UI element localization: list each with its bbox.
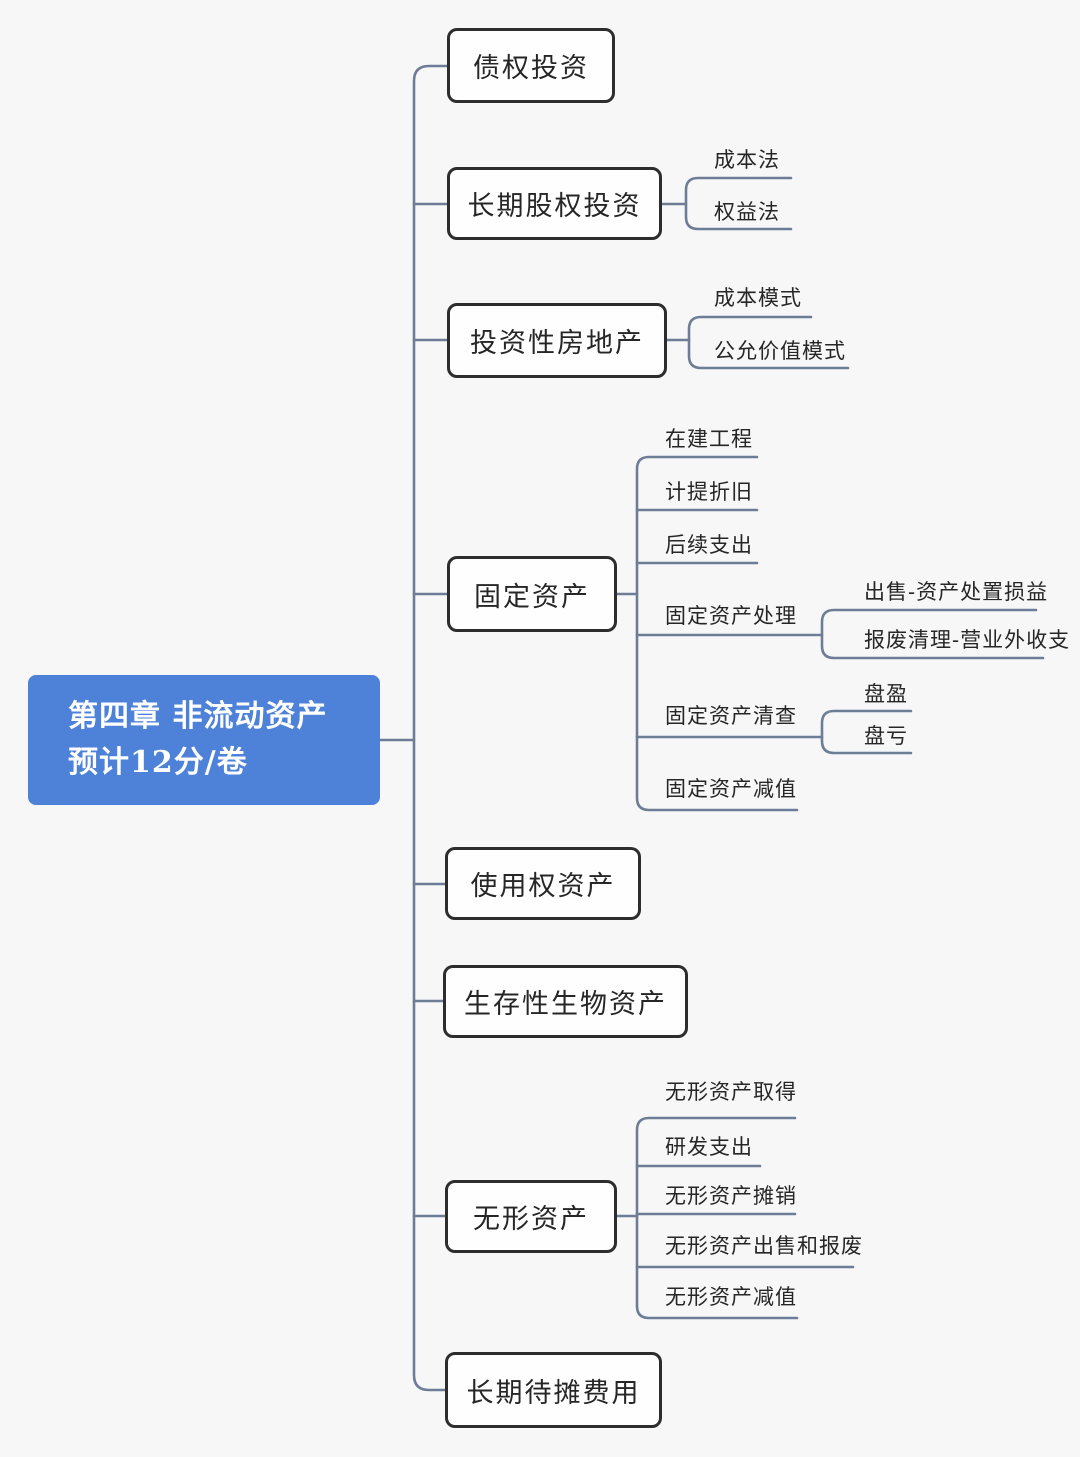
leaf-construction-in-progress[interactable]: 在建工程 xyxy=(665,427,753,451)
node-biological-assets[interactable]: 生存性生物资产 xyxy=(443,965,688,1038)
bracket-property-children xyxy=(687,315,850,370)
root-title-line2: 预计12分/卷 xyxy=(68,745,248,780)
node-long-term-equity[interactable]: 长期股权投资 xyxy=(447,167,662,240)
leaf-cost-method[interactable]: 成本法 xyxy=(714,148,780,172)
leaf-intangible-sale-scrap[interactable]: 无形资产出售和报废 xyxy=(665,1234,863,1258)
leaf-rd-expenditure[interactable]: 研发支出 xyxy=(665,1135,753,1159)
node-fixed-assets[interactable]: 固定资产 xyxy=(447,556,617,632)
leaf-equity-method[interactable]: 权益法 xyxy=(714,200,780,224)
bracket-disposal-children xyxy=(820,608,1045,660)
leaf-inventory-loss[interactable]: 盘亏 xyxy=(864,724,908,748)
leaf-fair-value-model[interactable]: 公允价值模式 xyxy=(714,339,846,363)
trunk-line xyxy=(412,64,449,1392)
node-investment-property[interactable]: 投资性房地产 xyxy=(447,303,667,378)
bracket-fixed-children xyxy=(635,455,799,812)
node-long-term-deferred[interactable]: 长期待摊费用 xyxy=(445,1352,662,1428)
node-debt-investment[interactable]: 债权投资 xyxy=(447,28,615,103)
node-intangible-assets[interactable]: 无形资产 xyxy=(445,1180,617,1253)
node-right-of-use-assets[interactable]: 使用权资产 xyxy=(445,847,641,920)
bracket-inventory-children xyxy=(820,709,913,755)
leaf-fixed-asset-impairment[interactable]: 固定资产减值 xyxy=(665,777,797,801)
leaf-cost-model[interactable]: 成本模式 xyxy=(714,286,802,310)
leaf-fixed-asset-disposal[interactable]: 固定资产处理 xyxy=(665,604,797,628)
leaf-fixed-asset-inventory-check[interactable]: 固定资产清查 xyxy=(665,704,797,728)
root-node[interactable]: 第四章 非流动资产 预计12分/卷 xyxy=(28,675,380,805)
leaf-scrap-cleanup[interactable]: 报废清理-营业外收支 xyxy=(864,628,1071,652)
bracket-equity-children xyxy=(684,176,793,231)
leaf-subsequent-expenditure[interactable]: 后续支出 xyxy=(665,533,753,557)
leaf-intangible-acquisition[interactable]: 无形资产取得 xyxy=(665,1080,797,1104)
bracket-intangible-children xyxy=(635,1116,799,1320)
leaf-sale-disposal-gain[interactable]: 出售-资产处置损益 xyxy=(864,580,1049,604)
root-title-line1: 第四章 非流动资产 xyxy=(68,699,328,734)
leaf-intangible-amortization[interactable]: 无形资产摊销 xyxy=(665,1184,797,1208)
leaf-depreciation[interactable]: 计提折旧 xyxy=(665,480,753,504)
leaf-intangible-impairment[interactable]: 无形资产减值 xyxy=(665,1285,797,1309)
leaf-inventory-surplus[interactable]: 盘盈 xyxy=(864,682,908,706)
